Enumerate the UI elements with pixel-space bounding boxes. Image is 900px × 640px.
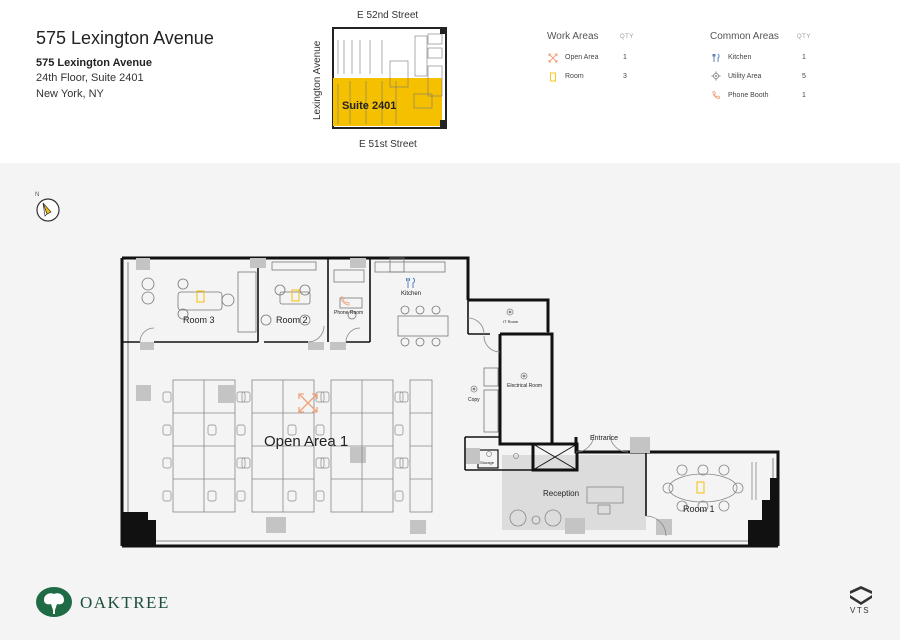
it-room-label: IT Room (503, 319, 519, 324)
workstation-chairs (162, 391, 409, 502)
fork-knife-icon (712, 53, 720, 62)
entrance-label: Entrance (590, 435, 619, 442)
common-qty-heading: QTY (797, 34, 811, 40)
south-street-label: E 51st Street (359, 139, 417, 150)
city-line: New York, NY (36, 88, 104, 100)
legend-phone-label: Phone Booth (728, 92, 769, 99)
building-title: 575 Lexington Avenue (36, 28, 214, 48)
legend-open-area-label: Open Area (565, 54, 599, 61)
storage-gear-icon (486, 451, 492, 457)
workstation-benches (172, 379, 433, 513)
common-areas-heading: Common Areas (710, 31, 779, 42)
kitchen-label: Kitchen (401, 291, 422, 297)
reception-label: Reception (543, 489, 580, 498)
legend-utility-qty: 5 (802, 73, 806, 80)
open-area-label: Open Area 1 (264, 433, 349, 450)
compass-icon: N (35, 192, 60, 222)
reception-floor (502, 455, 630, 530)
legend-room-label: Room (565, 73, 584, 80)
legend-kitchen-qty: 1 (802, 54, 806, 61)
kitchen-fork-knife-icon (406, 277, 415, 288)
suite-keymap-label: Suite 2401 (342, 100, 397, 112)
suite-highlight (333, 78, 442, 126)
storage-label: Storage (480, 460, 495, 465)
copy-label: Copy (468, 397, 480, 403)
room1-door-icon (696, 481, 705, 494)
core-block-right (748, 478, 778, 546)
building-name: 575 Lexington Avenue (36, 57, 152, 69)
room2-door-icon (291, 289, 300, 302)
phone-room-phone-icon (340, 296, 350, 306)
copy-gear-icon (470, 385, 478, 393)
vts-logo-text: VTS (850, 606, 871, 615)
legend-kitchen-label: Kitchen (728, 54, 752, 61)
electrical-room-label: Electrical Room (507, 383, 543, 389)
room1-label: Room 1 (683, 504, 715, 514)
room3-door-icon (196, 290, 205, 303)
room2-label: Room 2 (276, 315, 308, 325)
closet-gear-icon (513, 453, 519, 459)
gear-icon (711, 71, 721, 81)
legend-utility-label: Utility Area (728, 73, 762, 80)
svg-text:N: N (35, 192, 39, 198)
legend-phone-qty: 1 (802, 92, 806, 99)
core-block-left (122, 512, 156, 546)
oaktree-logo-text: OAKTREE (80, 593, 170, 612)
legend-open-area-qty: 1 (623, 54, 627, 61)
north-street-label: E 52nd Street (357, 10, 419, 21)
phone-icon (712, 91, 720, 99)
door-icon (550, 72, 556, 82)
oaktree-tree-icon (36, 587, 72, 617)
header-panel: 575 Lexington Avenue 575 Lexington Avenu… (0, 0, 900, 163)
suite-line: 24th Floor, Suite 2401 (36, 72, 144, 84)
vts-logo-icon (850, 586, 872, 605)
electrical-gear-icon (520, 372, 528, 380)
phone-room-label: Phone Room (334, 310, 364, 316)
expand-arrows-icon (548, 53, 558, 63)
open-area-expand-icon (298, 393, 318, 413)
it-room-gear-icon (506, 308, 514, 316)
work-areas-heading: Work Areas (547, 31, 599, 42)
legend-room-qty: 3 (623, 73, 627, 80)
room3-label: Room 3 (183, 315, 215, 325)
work-qty-heading: QTY (620, 34, 634, 40)
building-keymap (332, 27, 447, 129)
